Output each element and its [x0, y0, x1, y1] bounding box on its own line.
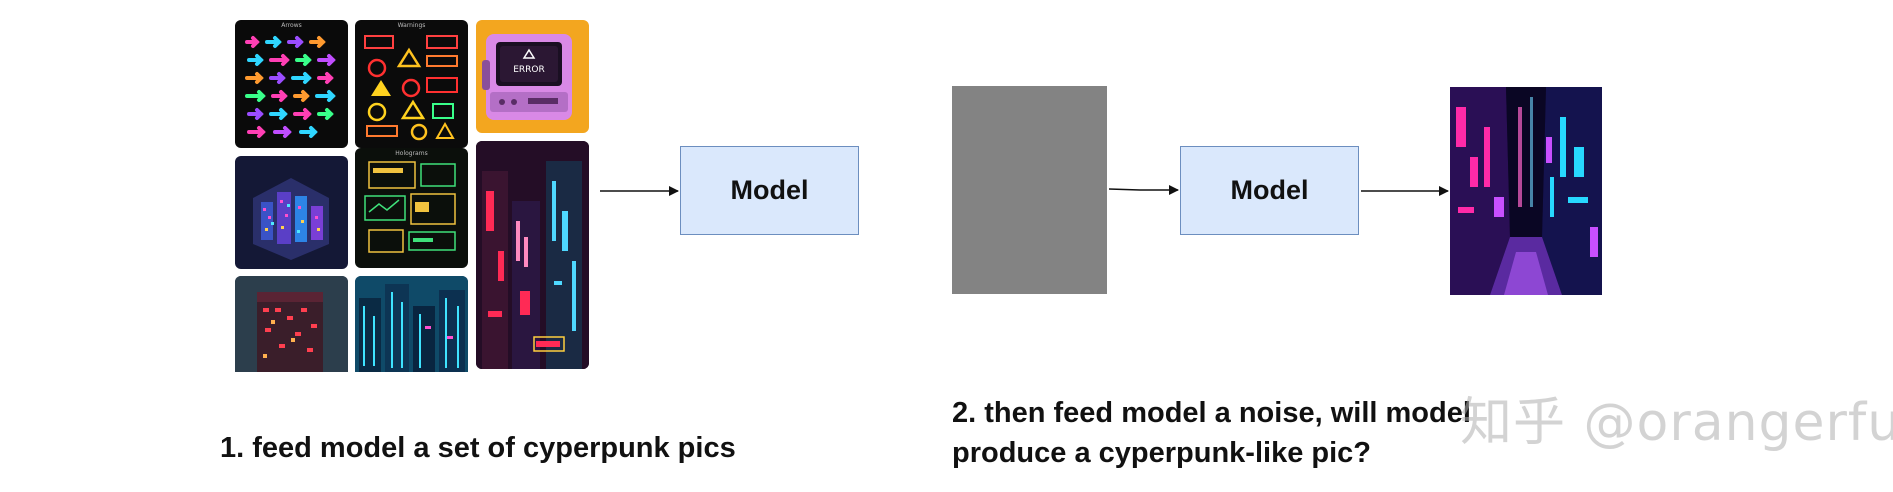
tile-title-holograms: Holograms — [395, 150, 428, 157]
model-box-inference-label: Model — [1230, 175, 1309, 205]
tile-title-arrows: Arrows — [281, 22, 302, 29]
model-box-training: Model — [680, 146, 859, 235]
model-box-training-label: Model — [730, 175, 809, 205]
image-arrows-sheet: Arrows — [235, 20, 348, 148]
model-box-inference: Model — [1180, 146, 1359, 235]
image-neon-street-tall — [476, 141, 589, 369]
noise-image — [952, 86, 1107, 294]
tile-title-warnings: Warnings — [397, 22, 426, 29]
caption-step1: 1. feed model a set of cyperpunk pics — [220, 432, 736, 464]
image-retro-monitor: ERROR — [476, 20, 589, 133]
caption-step2-line2: produce a cyperpunk-like pic? — [952, 437, 1371, 469]
watermark: 知乎 @orangerfun — [1460, 393, 1893, 453]
monitor-screen-text: ERROR — [513, 65, 545, 75]
arrow-noise-to-model — [1108, 185, 1179, 195]
image-generated-neon-alley — [1450, 87, 1602, 295]
caption-step2-line1: 2. then feed model a noise, will model — [952, 397, 1471, 429]
image-neon-building — [235, 276, 348, 372]
image-hologram-ui: Holograms — [355, 148, 468, 268]
image-blue-skyline — [355, 276, 468, 372]
image-isometric-city — [235, 156, 348, 269]
image-warning-signs: Warnings — [355, 20, 468, 148]
